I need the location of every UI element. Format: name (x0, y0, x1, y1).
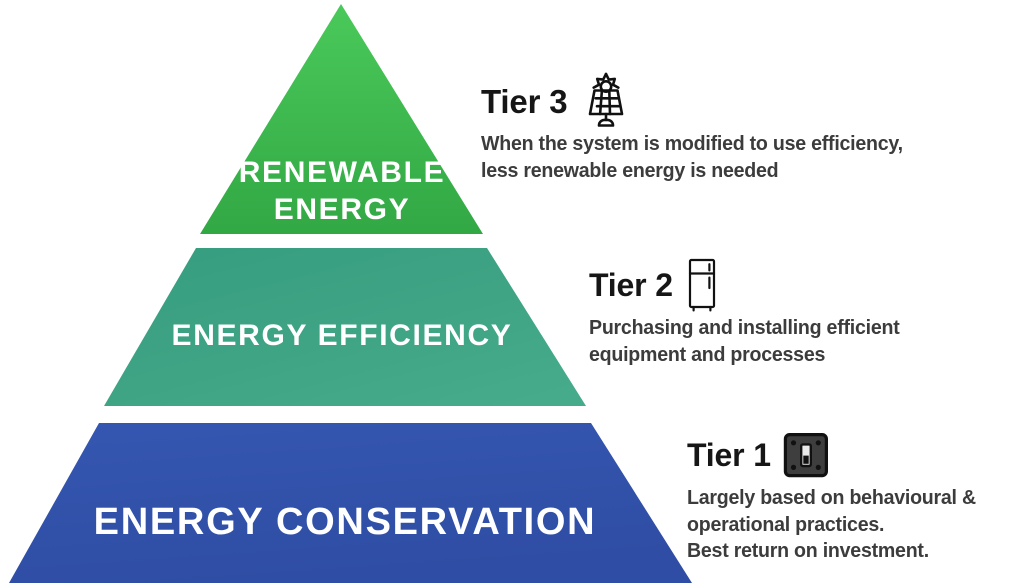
pyramid-tier-energy-conservation (9, 423, 692, 583)
callout-tier-2-header: Tier 2 (589, 258, 914, 312)
solar-panel-icon (578, 72, 634, 130)
callout-tier-3-title: Tier 3 (481, 82, 568, 120)
callout-tier-1-title: Tier 1 (687, 437, 771, 473)
callout-tier-2: Tier 2 (589, 258, 914, 368)
callout-tier-3-description: When the system is modified to use effic… (481, 132, 903, 182)
callout-tier-3-header: Tier 3 (481, 72, 923, 127)
light-switch-icon (782, 432, 830, 479)
callout-tier-2-title: Tier 2 (589, 267, 673, 303)
pyramid-tier-renewable-energy (200, 4, 483, 234)
callout-tier-1: Tier 1 Largely based on behavioural & op… (687, 432, 989, 565)
pyramid-tier-energy-efficiency (104, 248, 586, 406)
callout-tier-2-description: Purchasing and installing efficient equi… (589, 316, 900, 366)
refrigerator-icon (684, 257, 720, 313)
callout-tier-3: Tier 3 (481, 72, 923, 184)
callout-tier-1-description: Largely based on behavioural & operation… (687, 486, 976, 563)
callout-tier-1-header: Tier 1 (687, 432, 989, 478)
